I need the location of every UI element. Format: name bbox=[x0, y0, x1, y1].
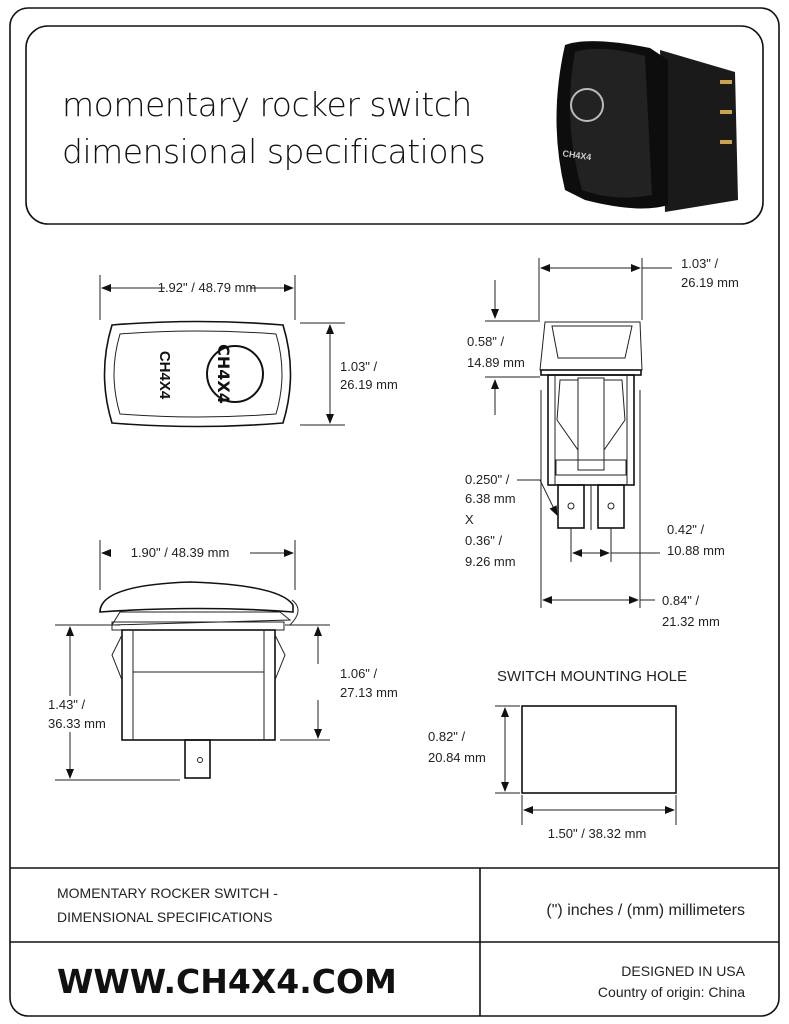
terminal-spacing-1: 0.42" / bbox=[667, 522, 705, 537]
front-body-width-1: 0.84" / bbox=[662, 593, 700, 608]
side-width-label: 1.90" / 48.39 mm bbox=[131, 545, 230, 560]
top-width-label: 1.92" / 48.79 mm bbox=[158, 280, 257, 295]
top-height-label-1: 1.03" / bbox=[340, 359, 378, 374]
terminal-size-x: X bbox=[465, 512, 474, 527]
top-height-label-2: 26.19 mm bbox=[340, 377, 398, 392]
title-line-2: dimensional specifications bbox=[62, 132, 485, 171]
side-total-height-2: 36.33 mm bbox=[48, 716, 106, 731]
front-body-width-2: 21.32 mm bbox=[662, 614, 720, 629]
title-line-1: momentary rocker switch bbox=[62, 85, 472, 124]
front-width-1: 1.03" / bbox=[681, 256, 719, 271]
footer: MOMENTARY ROCKER SWITCH - DIMENSIONAL SP… bbox=[10, 867, 779, 1016]
mounting-hole-title: SWITCH MOUNTING HOLE bbox=[497, 668, 687, 685]
front-cap-height-1: 0.58" / bbox=[467, 334, 505, 349]
footer-designed: DESIGNED IN USA bbox=[621, 963, 745, 979]
terminal-size-4: 9.26 mm bbox=[465, 554, 516, 569]
mounting-hole: SWITCH MOUNTING HOLE 0.82" / 20.84 mm 1.… bbox=[428, 668, 687, 841]
logo-icon bbox=[206, 345, 264, 403]
product-photo: CH4X4 bbox=[556, 41, 738, 212]
product-label: CH4X4 bbox=[562, 148, 592, 162]
top-view: 1.92" / 48.79 mm CH4X4 CH4X4 1.03" / 26.… bbox=[99, 275, 398, 428]
side-view: 1.90" / 48.39 mm 1.43" / 36.33 mm 1.06" … bbox=[30, 540, 398, 781]
side-body-height-1: 1.06" / bbox=[340, 666, 378, 681]
terminal-spacing-2: 10.88 mm bbox=[667, 543, 725, 558]
front-cap-height-2: 14.89 mm bbox=[467, 355, 525, 370]
terminal-size-1: 0.250" / bbox=[465, 472, 510, 487]
footer-website[interactable]: WWW.CH4X4.COM bbox=[57, 962, 397, 1001]
side-total-height-1: 1.43" / bbox=[48, 697, 86, 712]
hole-height-2: 20.84 mm bbox=[428, 750, 486, 765]
outer-frame bbox=[9, 7, 780, 1017]
hole-height-1: 0.82" / bbox=[428, 729, 466, 744]
logo-text: CH4X4 bbox=[214, 344, 233, 404]
terminal-size-2: 6.38 mm bbox=[465, 491, 516, 506]
hole-width-label: 1.50" / 38.32 mm bbox=[548, 826, 647, 841]
side-body-height-2: 27.13 mm bbox=[340, 685, 398, 700]
footer-description-2: DIMENSIONAL SPECIFICATIONS bbox=[57, 909, 272, 925]
header-box bbox=[25, 25, 764, 225]
front-view: 1.03" / 26.19 mm 0.58" / 14.89 mm 0.250"… bbox=[465, 256, 739, 629]
top-face-text: CH4X4 bbox=[156, 351, 173, 400]
terminal-size-3: 0.36" / bbox=[465, 533, 503, 548]
footer-origin: Country of origin: China bbox=[598, 984, 745, 1000]
footer-description-1: MOMENTARY ROCKER SWITCH - bbox=[57, 885, 278, 901]
footer-units: (") inches / (mm) millimeters bbox=[546, 902, 745, 919]
front-width-2: 26.19 mm bbox=[681, 275, 739, 290]
